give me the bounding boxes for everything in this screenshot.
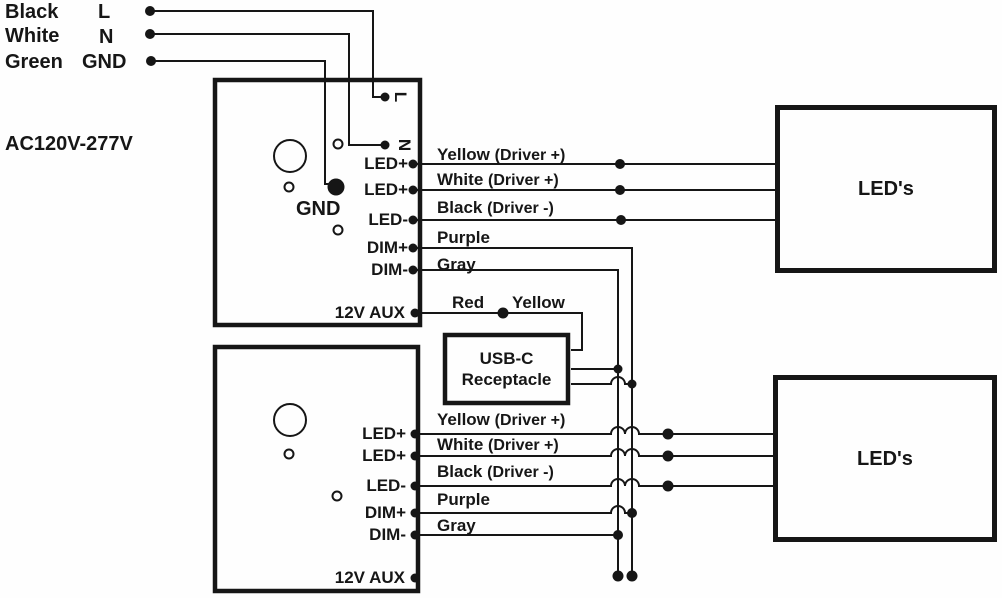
legend-color-black: Black [5, 1, 59, 23]
terminal-dot-l [380, 92, 390, 102]
wire-bottom-yellow [415, 426, 773, 435]
driver-bottom-terminal-led-minus: LED- [366, 476, 406, 495]
wire-label-aux-yellow: Yellow [512, 293, 565, 312]
wire-label-bottom-purple: Purple [437, 490, 490, 509]
driver-top-terminal-led-plus-2: LED+ [364, 180, 408, 199]
wire-ac-white-neutral [150, 33, 381, 146]
led-box-top [775, 105, 997, 273]
terminal-dot-bottom-dim-plus [410, 508, 420, 518]
led-box-bottom-label: LED's [857, 447, 913, 470]
wire-label-top-white: White (Driver +) [437, 170, 559, 190]
driver-bottom-hole-small-1 [283, 448, 295, 460]
wire-label-top-yellow: Yellow (Driver +) [437, 145, 566, 165]
junction-dot-bottom-gray [613, 530, 623, 540]
driver-bottom-box [212, 344, 421, 594]
usb-receptacle-box [442, 332, 571, 406]
splice-dot-bottom-black [662, 480, 674, 492]
driver-bottom-hole-small-2 [331, 490, 343, 502]
wire-top-gray-dim-minus [413, 269, 619, 575]
splice-dot-aux-red-yellow [497, 307, 509, 319]
legend-dot-ground [146, 56, 156, 66]
wire-bottom-white [415, 448, 773, 457]
terminal-dot-bottom-led-minus [410, 481, 420, 491]
wire-label-aux-red: Red [452, 293, 485, 312]
end-dot-purple-line [626, 570, 638, 582]
legend-terminal-gnd: GND [82, 51, 127, 73]
wire-label-bottom-white: White (Driver +) [437, 435, 559, 455]
terminal-dot-bottom-dim-minus [410, 530, 420, 540]
end-dot-gray-line [612, 570, 624, 582]
driver-bottom-terminal-dim-minus: DIM- [369, 525, 406, 544]
terminal-dot-gnd [327, 178, 345, 196]
splice-dot-top-yellow [615, 159, 625, 169]
wire-ac-black-line [150, 10, 381, 98]
wire-usb-dim-2 [571, 376, 628, 385]
led-box-top-label: LED's [858, 178, 914, 200]
terminal-dot-top-led-plus-1 [408, 159, 418, 169]
splice-dot-top-black [616, 215, 626, 225]
driver-top-terminal-n: N [395, 138, 415, 152]
wire-label-bottom-yellow: Yellow (Driver +) [437, 410, 566, 430]
driver-bottom-terminal-led-plus-1: LED+ [362, 424, 406, 443]
terminal-dot-top-led-minus [408, 215, 418, 225]
led-box-bottom [773, 375, 997, 542]
wire-label-bottom-black: Black (Driver -) [437, 462, 554, 482]
driver-top-hole-small-3 [332, 224, 344, 236]
wire-bottom-purple-dim-plus [415, 505, 628, 514]
wire-bottom-black [415, 478, 773, 487]
terminal-dot-n [380, 140, 390, 150]
legend-color-white: White [5, 25, 60, 47]
driver-top-terminal-l: L [391, 91, 411, 103]
splice-dot-bottom-yellow [662, 428, 674, 440]
terminal-dot-top-dim-minus [408, 265, 418, 275]
wire-label-bottom-gray: Gray [437, 516, 476, 535]
terminal-dot-bottom-led-plus-1 [410, 429, 420, 439]
junction-dot-usb-gray [613, 364, 623, 374]
legend-dot-neutral [145, 29, 155, 39]
driver-bottom-terminal-dim-plus: DIM+ [364, 503, 406, 522]
wire-label-top-purple: Purple [437, 228, 490, 247]
driver-top-terminal-aux: 12V AUX [334, 303, 405, 322]
driver-top-box [212, 77, 423, 328]
legend-terminal-l: L [98, 1, 111, 23]
wire-top-purple-dim-plus [413, 247, 633, 575]
driver-top-terminal-gnd: GND [296, 198, 341, 220]
terminal-dot-top-dim-plus [408, 243, 418, 253]
wire-label-top-gray: Gray [437, 255, 476, 274]
driver-top-mount-hole-large [273, 139, 307, 173]
usb-receptacle-label: USB-C Receptacle [461, 348, 552, 389]
driver-bottom-mount-hole-large [273, 403, 307, 437]
driver-bottom-terminal-aux: 12V AUX [334, 568, 405, 587]
terminal-dot-top-aux [410, 308, 420, 318]
driver-top-hole-small-2 [283, 181, 295, 193]
wire-label-top-black: Black (Driver -) [437, 198, 554, 218]
legend-terminal-n: N [99, 26, 114, 48]
terminal-dot-bottom-led-plus-2 [410, 451, 420, 461]
driver-bottom-terminal-led-plus-2: LED+ [362, 446, 406, 465]
junction-dot-usb-purple [627, 379, 637, 389]
driver-top-terminal-led-minus: LED- [368, 210, 408, 229]
terminal-dot-top-led-plus-2 [408, 185, 418, 195]
driver-top-terminal-dim-minus: DIM- [371, 260, 408, 279]
legend-color-green: Green [5, 51, 63, 73]
input-voltage-label: AC120V-277V [5, 133, 133, 155]
terminal-dot-bottom-aux [410, 573, 420, 583]
junction-dot-bottom-purple [627, 508, 637, 518]
splice-dot-top-white [615, 185, 625, 195]
driver-top-terminal-dim-plus: DIM+ [366, 238, 408, 257]
driver-top-terminal-led-plus-1: LED+ [364, 154, 408, 173]
splice-dot-bottom-white [662, 450, 674, 462]
legend-dot-line [145, 6, 155, 16]
driver-top-hole-small-1 [332, 138, 344, 150]
